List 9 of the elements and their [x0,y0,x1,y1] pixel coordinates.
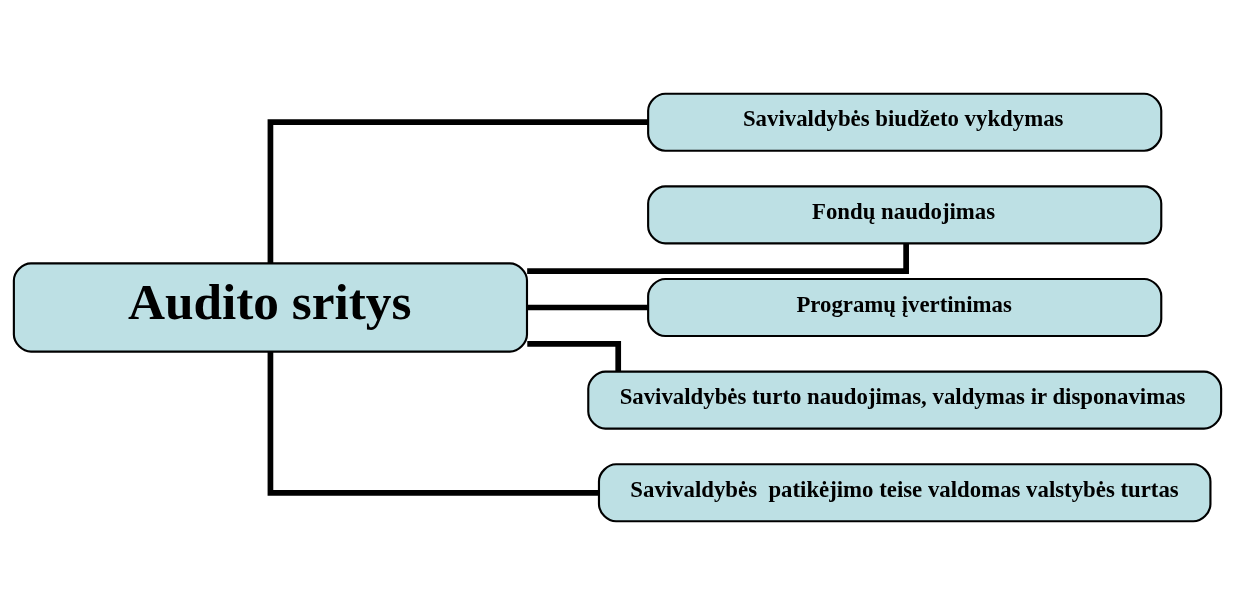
node-box: Savivaldybės biudžeto vykdymas [647,92,1163,152]
node-box: Savivaldybės patikėjimo teise valdomas valstybės turtas [597,463,1212,523]
node-box: Audito sritys [12,262,529,353]
node-box: Savivaldybės turto naudojimas, valdymas ir disponavimas [587,370,1223,430]
connector [527,304,648,311]
connector [267,119,649,264]
node-box: Fondų naudojimas [647,185,1163,245]
connector [267,351,599,496]
node-box: Programų įvertinimas [647,277,1163,338]
